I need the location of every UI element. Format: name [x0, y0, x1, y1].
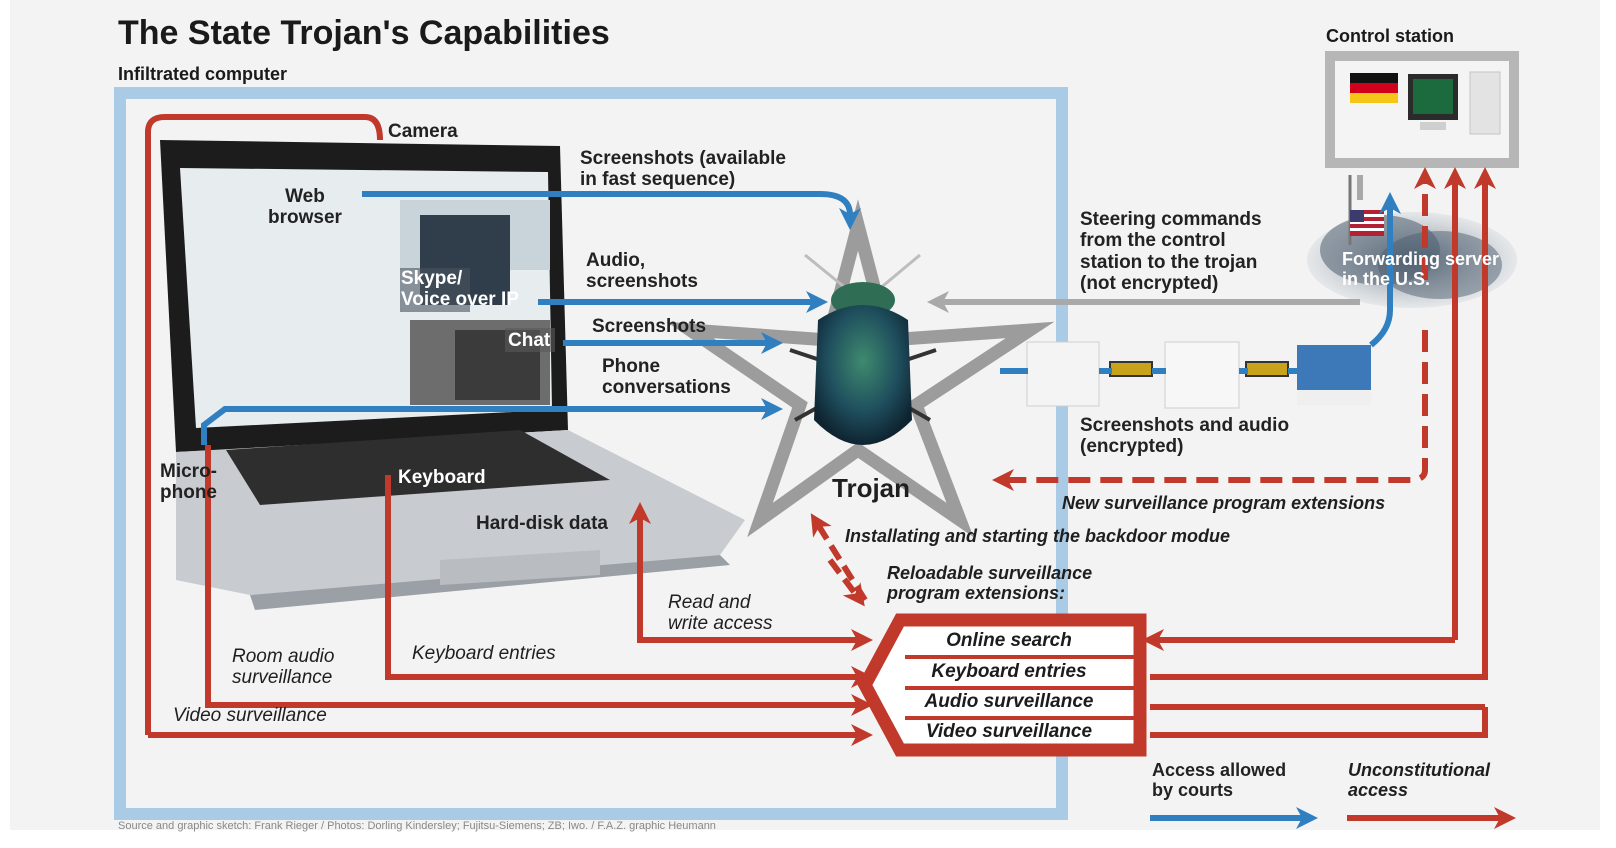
red-reload: [827, 558, 865, 607]
reloadable-label: Reloadable surveillance program extensio…: [887, 563, 1093, 604]
extension-online-search: Online search: [946, 630, 1072, 651]
keyboard-entries-label: Keyboard entries: [412, 643, 556, 664]
red-arrows: [145, 114, 1496, 746]
hard-disk-label: Hard-disk data: [476, 513, 608, 534]
skype-label-bg: [400, 268, 470, 312]
read-write-label: Read and write access: [668, 592, 773, 635]
blue-arrows: [201, 191, 1401, 445]
video-surveillance-label: Video surveillance: [173, 705, 327, 726]
room-audio-label: Room audio surveillance: [232, 646, 335, 689]
steering-commands-label: Steering commands from the control stati…: [1080, 209, 1262, 294]
phone-conversations-label: Phone conversations: [602, 356, 731, 399]
trojan-label: Trojan: [832, 473, 911, 503]
infiltrated-computer-label: Infiltrated computer: [118, 64, 288, 84]
red-keyboard-out: [1150, 167, 1496, 680]
infiltrated-computer-frame: [114, 87, 1068, 820]
trojan-bug-image: [789, 253, 937, 445]
new-extensions-label: New surveillance program extensions: [1062, 493, 1386, 513]
installing-label: Installating and starting the backdoor m…: [845, 526, 1231, 546]
control-station-label: Control station: [1326, 26, 1454, 46]
screenshots-fast-label: Screenshots (available in fast sequence): [580, 148, 786, 191]
red-room-audio: [205, 445, 873, 716]
forwarding-server: [1307, 175, 1517, 308]
extension-audio-surveillance: Audio surveillance: [924, 691, 1094, 712]
red-camera-loop: [145, 114, 383, 735]
screenshots-label: Screenshots: [592, 316, 707, 337]
arrow-screenshots-fast: [362, 191, 861, 230]
arrow-to-server: [1369, 192, 1401, 348]
control-station: [1325, 51, 1519, 168]
red-keyboard-entries: [385, 475, 873, 688]
extension-video-surveillance: Video surveillance: [925, 721, 1093, 742]
audio-screenshots-label: Audio, screenshots: [586, 250, 698, 293]
microphone-label: Micro- phone: [160, 461, 217, 504]
trojan-star: [666, 199, 1055, 538]
web-browser-label: Web browser: [268, 186, 342, 229]
legend-unconstitutional-label: Unconstitutional access: [1348, 760, 1490, 801]
screenshots-audio-encrypted-label: Screenshots and audio (encrypted): [1080, 415, 1290, 458]
chat-label: Chat: [508, 330, 551, 351]
encrypted-chain: [1000, 341, 1371, 409]
source-credit: Source and graphic sketch: Frank Rieger …: [118, 820, 716, 832]
red-new-extensions: [992, 330, 1428, 491]
diagram-title: The State Trojan's Capabilities: [118, 14, 610, 52]
forwarding-server-label: Forwarding server in the U.S.: [1342, 249, 1500, 290]
laptop: [160, 140, 745, 610]
legend-allowed-label: Access allowed by courts: [1152, 760, 1287, 801]
red-video-out: [1150, 707, 1488, 738]
chat-label-bg: [505, 328, 555, 352]
camera-label: Camera: [388, 121, 458, 142]
extension-keyboard-entries: Keyboard entries: [931, 661, 1087, 682]
keyboard-label: Keyboard: [398, 467, 486, 488]
arrow-microphone: [201, 398, 783, 445]
red-read-write: [637, 525, 873, 651]
skype-label: Skype/ Voice over IP: [401, 268, 519, 311]
